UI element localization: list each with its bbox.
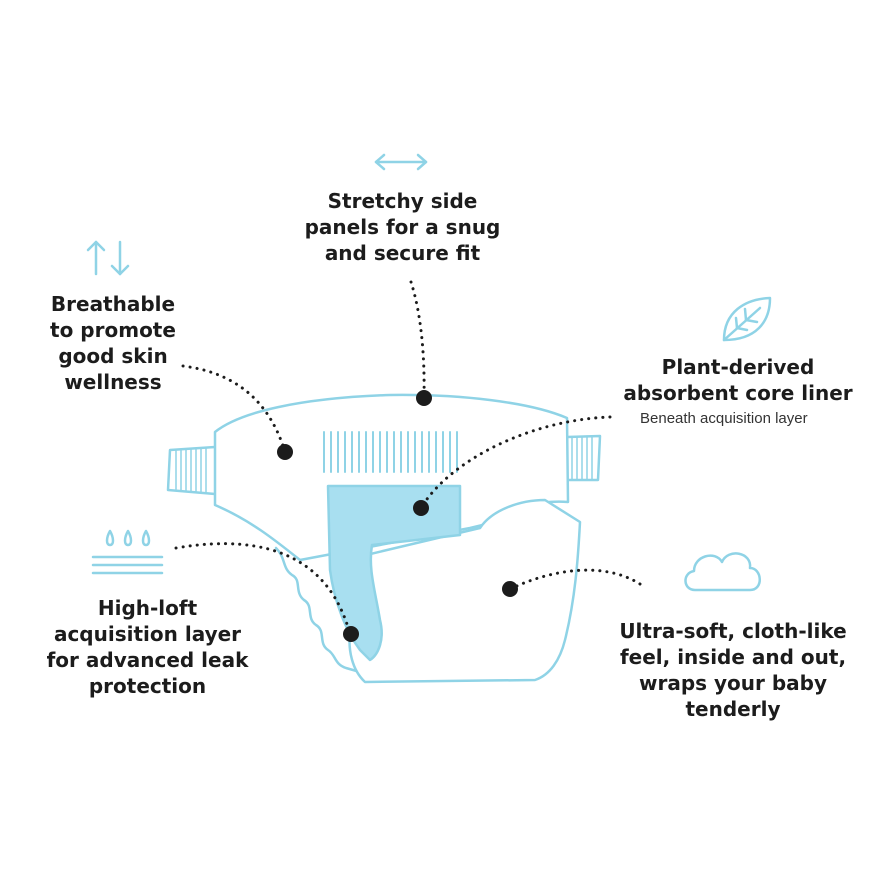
- leg-cuff: [274, 546, 362, 674]
- dot-soft: [502, 581, 518, 597]
- highloft-callout-text: High-loft acquisition layer for advanced…: [46, 596, 249, 698]
- absorbent-core: [326, 484, 462, 662]
- plant-callout-subtext: Beneath acquisition layer: [640, 410, 808, 427]
- cloud-icon: [684, 552, 761, 592]
- leader-stretch: [409, 280, 426, 400]
- dot-plant: [413, 500, 429, 516]
- up-down-arrows-icon: [86, 240, 130, 276]
- leader-lines: [174, 280, 642, 636]
- stretch-callout-text: Stretchy side panels for a snug and secu…: [304, 189, 501, 265]
- breathable-callout-text: Breathable to promote good skin wellness: [50, 292, 176, 394]
- callout-dots: [277, 390, 518, 642]
- leader-soft: [508, 568, 642, 591]
- soft-callout-text: Ultra-soft, cloth-like feel, inside and …: [619, 619, 847, 721]
- plant-callout-text: Plant-derived absorbent core liner: [623, 355, 853, 405]
- dot-breathable: [277, 444, 293, 460]
- dot-stretch: [416, 390, 432, 406]
- diaper-illustration: [166, 393, 602, 684]
- waistband-stripes: [323, 431, 458, 473]
- droplets-layers-icon: [91, 529, 164, 575]
- double-arrow-horizontal-icon: [374, 153, 428, 171]
- dot-highloft: [343, 626, 359, 642]
- leaf-icon: [722, 296, 772, 342]
- back-panel: [213, 393, 570, 562]
